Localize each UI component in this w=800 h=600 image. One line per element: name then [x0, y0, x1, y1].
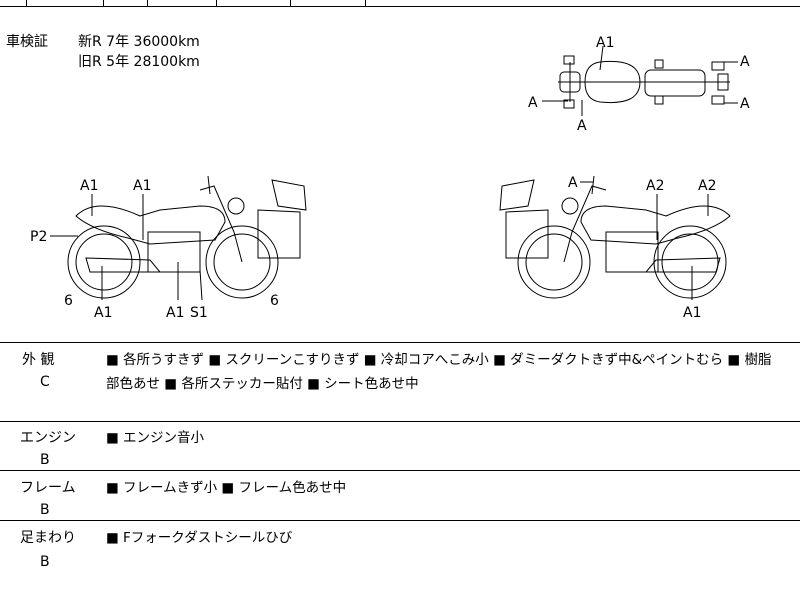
section-grade-engine: B: [40, 452, 50, 468]
left-side-motorcycle: [50, 175, 307, 301]
mark-label: A2: [698, 178, 716, 194]
section-grade-exterior: C: [40, 374, 50, 390]
mark-label: A: [740, 54, 750, 70]
top-border: [0, 6, 800, 7]
mark-label: A1: [596, 35, 614, 51]
section-notes-engine: ■ エンジン音小: [106, 430, 205, 446]
row-divider: [0, 520, 800, 521]
mark-label: A: [577, 118, 587, 134]
mark-label: A1: [80, 178, 98, 194]
inspection-new: 新R 7年 36000km: [78, 34, 200, 50]
section-title-exterior: 外 観: [22, 352, 55, 368]
mark-label: 6: [270, 293, 279, 309]
inspection-old: 旧R 5年 28100km: [78, 54, 200, 70]
top-cell-divider: [216, 0, 217, 7]
section-grade-suspension: B: [40, 554, 50, 570]
row-divider: [0, 421, 800, 422]
inspection-label: 車検証: [6, 34, 48, 50]
top-view-motorcycle: [542, 45, 738, 116]
section-title-engine: エンジン: [20, 430, 76, 446]
damage-diagram: A1 A A A A A A1 A1 P2 6 A1 A1 S1 6 A A2 …: [30, 35, 750, 321]
section-notes-exterior-cont: 部色あせ ■ 各所ステッカー貼付 ■ シート色あせ中: [106, 376, 419, 392]
section-notes-frame: ■ フレームきず小 ■ フレーム色あせ中: [106, 480, 347, 496]
section-grade-frame: B: [40, 502, 50, 518]
mark-label: 6: [64, 293, 73, 309]
mark-label: A: [568, 175, 578, 191]
mark-label: A: [528, 95, 538, 111]
top-cell-divider: [26, 0, 27, 7]
right-side-motorcycle: [499, 175, 731, 300]
top-cell-divider: [103, 0, 104, 7]
row-divider: [0, 470, 800, 471]
mark-label: A1: [133, 178, 151, 194]
section-title-suspension: 足まわり: [20, 530, 76, 546]
mark-label: P2: [30, 229, 47, 245]
top-cell-divider: [290, 0, 291, 7]
mark-label: A1: [166, 305, 184, 321]
section-title-frame: フレーム: [20, 480, 76, 496]
top-cell-divider: [365, 0, 366, 7]
mark-label: A1: [94, 305, 112, 321]
section-notes-exterior: ■ 各所うすきず ■ スクリーンこすりきず ■ 冷却コアへこみ小 ■ ダミーダク…: [106, 352, 772, 368]
mark-label: S1: [190, 305, 208, 321]
table-top-border: [0, 342, 800, 343]
section-notes-suspension: ■ Fフォークダストシールひび: [106, 530, 293, 546]
mark-label: A1: [683, 305, 701, 321]
mark-label: A2: [646, 178, 664, 194]
mark-label: A: [740, 96, 750, 112]
top-cell-divider: [147, 0, 148, 7]
